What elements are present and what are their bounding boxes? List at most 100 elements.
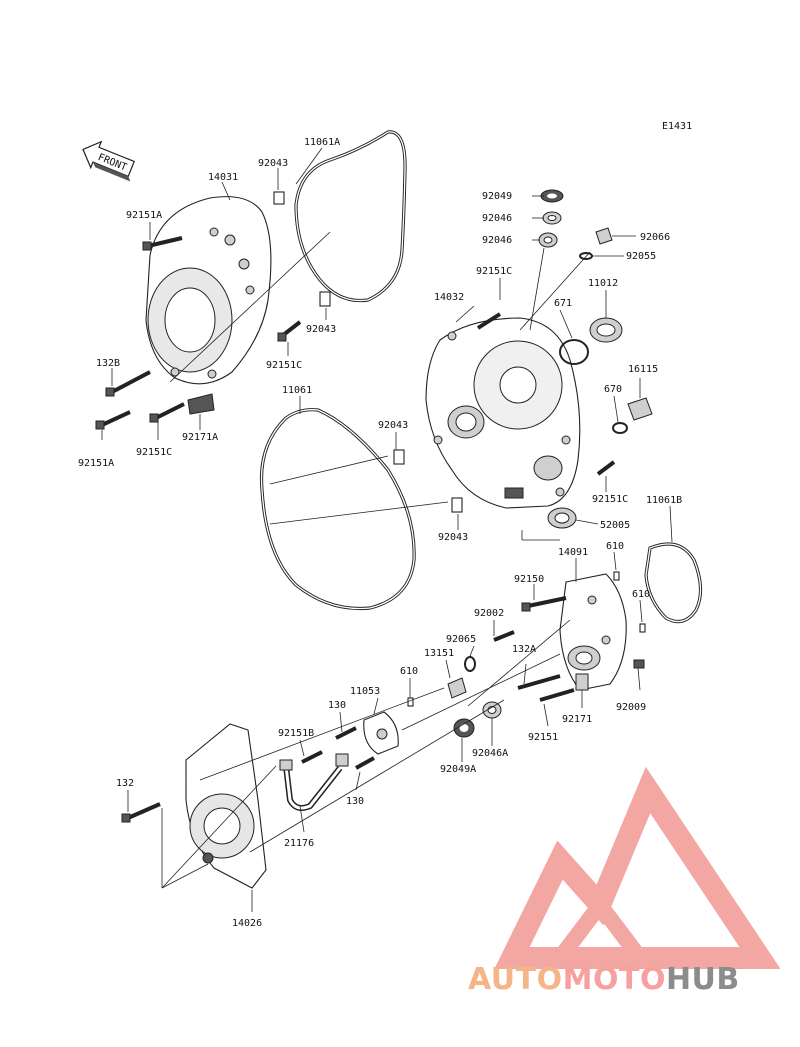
dowel-92043-c	[393, 449, 405, 465]
oring-670	[612, 422, 628, 434]
label-92002: 92002	[474, 608, 504, 619]
label-92049: 92049	[482, 191, 512, 202]
label-14032: 14032	[434, 292, 464, 303]
label-132B: 132B	[96, 358, 120, 369]
pin-610-b	[639, 623, 646, 633]
label-92043-a: 92043	[258, 158, 288, 169]
label-11061A: 11061A	[304, 137, 340, 148]
label-92151B: 92151B	[278, 728, 314, 739]
cover-14091	[559, 573, 627, 691]
oring-671	[559, 339, 589, 365]
bracket-92171	[575, 673, 589, 691]
bolt-92151C-b	[149, 402, 185, 423]
label-130-b: 130	[346, 796, 364, 807]
label-13151: 13151	[424, 648, 454, 659]
watermark-text: AUTOMOTOHUB	[468, 962, 740, 997]
front-arrow-icon: FRONT	[82, 140, 135, 182]
pin-610-a	[613, 571, 620, 581]
label-92151: 92151	[528, 732, 558, 743]
gasket-11061A	[294, 130, 407, 303]
bolt-92151A-a	[142, 236, 183, 251]
seal-92049	[540, 189, 564, 203]
bracket-92171A	[187, 393, 215, 415]
label-670: 670	[604, 384, 622, 395]
label-132: 132	[116, 778, 134, 789]
label-92151C-b: 92151C	[136, 447, 172, 458]
bolt-92151B	[301, 750, 323, 764]
label-92151C-d: 92151C	[592, 494, 628, 505]
oring-92065	[464, 656, 476, 672]
gauge-16115	[627, 397, 653, 421]
label-92046A: 92046A	[472, 748, 508, 759]
part-labels: 11061A 92043 14031 92151A 92043 92151C 1…	[78, 137, 682, 929]
label-132A: 132A	[512, 644, 536, 655]
dowel-92043-a	[273, 191, 285, 205]
diagram-code: E1431	[662, 121, 692, 132]
dowel-92043-d	[451, 497, 463, 513]
label-11053: 11053	[350, 686, 380, 697]
label-92150: 92150	[514, 574, 544, 585]
bolt-132B	[105, 370, 151, 397]
dowel-92043-b	[319, 291, 331, 307]
label-21176: 21176	[284, 838, 314, 849]
bolt-92151C-d	[596, 460, 616, 476]
label-92066: 92066	[640, 232, 670, 243]
cover-14026	[185, 723, 267, 889]
label-11012: 11012	[588, 278, 618, 289]
watermark-moto: MOTO	[562, 962, 666, 997]
label-92009: 92009	[616, 702, 646, 713]
bolt-130-a	[335, 726, 357, 740]
label-11061B: 11061B	[646, 495, 682, 506]
watermark-auto: AUTO	[468, 962, 563, 997]
bolt-132	[121, 802, 161, 823]
label-92151A-a: 92151A	[126, 210, 162, 221]
label-11061: 11061	[282, 385, 312, 396]
seal-92049A	[453, 718, 475, 738]
label-16115: 16115	[628, 364, 658, 375]
label-52005: 52005	[600, 520, 630, 531]
plug-92066	[595, 227, 613, 245]
seal-52005	[547, 507, 577, 529]
pipe-21176	[279, 753, 349, 811]
label-92043-c: 92043	[378, 420, 408, 431]
bolt-92151	[539, 688, 575, 702]
cover-14031	[145, 196, 272, 385]
label-14026: 14026	[232, 918, 262, 929]
bearing-92046-a	[542, 211, 562, 225]
bolt-92002	[493, 630, 515, 642]
joint-11053	[363, 711, 399, 755]
label-610-a: 610	[606, 541, 624, 552]
bearing-92046A	[482, 701, 502, 719]
label-92151C-a: 92151C	[266, 360, 302, 371]
bolt-92009	[633, 659, 645, 669]
label-92151C-c: 92151C	[476, 266, 512, 277]
bolt-92151C-c	[476, 312, 502, 330]
label-92171: 92171	[562, 714, 592, 725]
bolt-92150	[521, 596, 567, 612]
bolt-130-b	[355, 756, 375, 770]
label-92065: 92065	[446, 634, 476, 645]
label-14031: 14031	[208, 172, 238, 183]
sensor-13151	[447, 677, 467, 699]
label-92043-d: 92043	[438, 532, 468, 543]
label-610-c: 610	[400, 666, 418, 677]
label-92171A: 92171A	[182, 432, 218, 443]
leader-lines	[101, 147, 673, 912]
label-92049A: 92049A	[440, 764, 476, 775]
label-92046-b: 92046	[482, 235, 512, 246]
label-92043-b: 92043	[306, 324, 336, 335]
bolt-92151A-b	[95, 410, 131, 430]
gasket-11061B	[644, 542, 703, 624]
cover-14032	[425, 317, 581, 509]
label-92151A-b: 92151A	[78, 458, 114, 469]
label-671: 671	[554, 298, 572, 309]
bolt-132A	[517, 674, 561, 690]
watermark-hub: HUB	[665, 962, 740, 997]
label-92046-a: 92046	[482, 213, 512, 224]
label-610-b: 610	[632, 589, 650, 600]
bearing-92046-b	[538, 232, 558, 248]
label-130-a: 130	[328, 700, 346, 711]
pin-610-c	[407, 697, 414, 707]
label-14091: 14091	[558, 547, 588, 558]
